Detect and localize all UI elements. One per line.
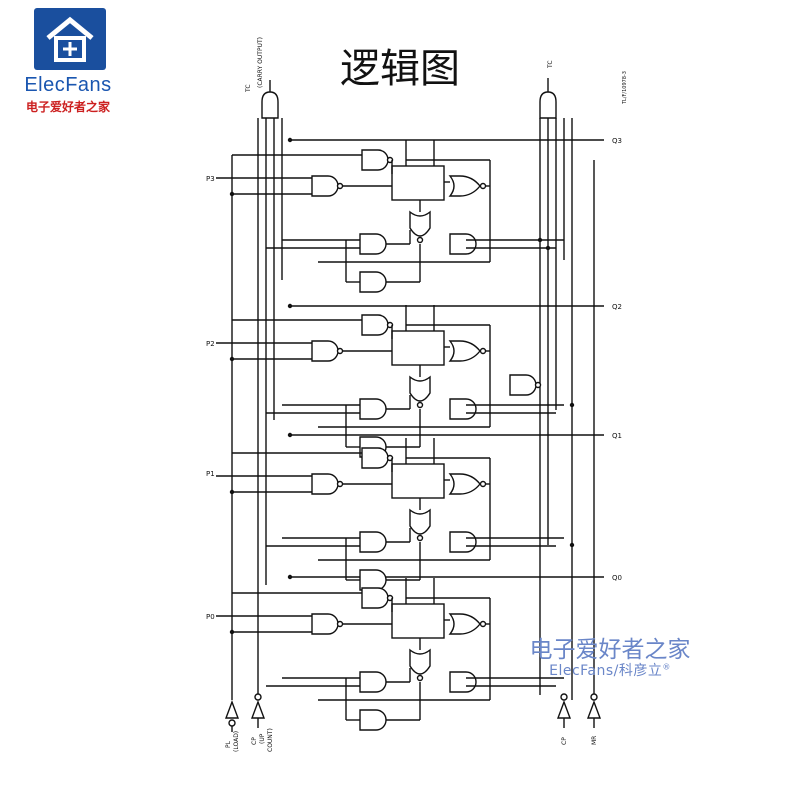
logo-badge — [34, 8, 106, 70]
output-label-q1: Q1 — [612, 432, 622, 440]
label-cp-u: CP — [251, 737, 258, 745]
watermark-brand-text: ElecFans/科彦立 — [549, 663, 663, 679]
logo-name: ElecFans — [24, 74, 112, 96]
input-label-p1: P1 — [206, 470, 215, 478]
logo-subtitle: 电子爱好者之家 — [25, 100, 110, 114]
label-pl: PL — [225, 740, 232, 748]
registered-mark: ® — [662, 662, 671, 672]
label-carry-output: (CARRY OUTPUT) — [257, 37, 264, 88]
elecfans-logo: ElecFans 电子爱好者之家 — [8, 8, 128, 114]
output-label-q0: Q0 — [612, 574, 622, 582]
input-label-p2: P2 — [206, 340, 215, 348]
output-label-q2: Q2 — [612, 303, 622, 311]
input-label-p0: P0 — [206, 613, 215, 621]
page-title: 逻辑图 — [340, 46, 460, 92]
label-cp-u-note1: (UP — [259, 733, 266, 744]
watermark-brand: ElecFans/科彦立® — [500, 660, 720, 680]
figure-reference: TL/F/10978-3 — [622, 71, 628, 105]
label-cp-u-note2: COUNT) — [267, 728, 274, 752]
label-tc-d: TC — [547, 60, 554, 69]
input-label-p3: P3 — [206, 175, 215, 183]
label-cp-d: CP — [561, 737, 568, 745]
house-icon — [46, 16, 94, 62]
label-pl-note: (LOAD) — [233, 731, 240, 752]
label-mr: MR — [591, 736, 598, 745]
output-label-q3: Q3 — [612, 137, 622, 145]
watermark-chinese: 电子爱好者之家 — [529, 637, 691, 663]
label-tc-u: TC — [245, 84, 252, 93]
